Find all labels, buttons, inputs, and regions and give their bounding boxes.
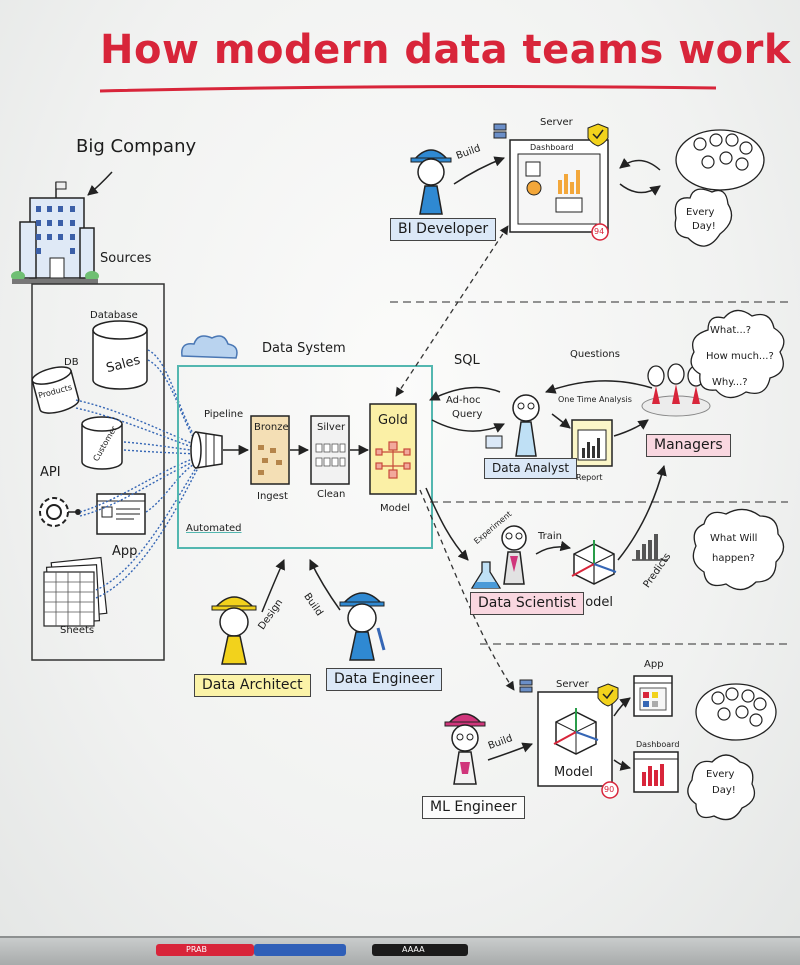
ml-dashboard-label: Dashboard [636,740,680,749]
data-system-label: Data System [262,341,346,356]
model-label: Model [380,503,411,514]
database-label: Database [90,310,138,321]
cloud-icon [181,335,238,359]
company-label: Big Company [76,136,197,157]
bubble-how-much: How much...? [706,351,774,362]
black-marker-label: AAAA [402,945,425,954]
data-system-frame [177,365,433,549]
ml-server-window [519,679,619,799]
api-label: API [40,465,61,480]
ml-engineer-figure [444,713,486,785]
query-label: Query [452,409,483,420]
bi-dashboard-window [493,123,609,241]
model-cube-icon [571,540,617,585]
bi-day-label: Day! [692,221,716,232]
ingest-label: Ingest [257,491,288,502]
pipeline-icon [190,431,223,469]
app-window-icon [96,493,146,535]
customer-database-icon [81,416,123,470]
ml-every-label: Every [706,769,735,780]
app-label: App [112,544,138,559]
gold-label: Gold [378,413,408,428]
data-scientist-figure [501,525,527,585]
api-gear-icon [39,497,81,527]
red-marker-label: PRAB [186,945,208,954]
table-icon [485,435,503,449]
blue-marker[interactable] [254,944,346,956]
pipeline-label: Pipeline [204,409,244,420]
data-scientist-tag: Data Scientist [470,592,584,616]
questions-bubble [690,309,785,399]
bi-every-label: Every [686,207,715,218]
red-marker[interactable]: PRAB [156,944,254,956]
data-architect-figure [211,596,257,665]
ml-model-label: Model [554,765,594,780]
bubble-what: What...? [710,325,752,336]
managers-tag: Managers [646,434,731,458]
predict-chart-icon [632,534,668,561]
what-will-happen-bubble [692,508,785,591]
products-database-icon [31,366,80,414]
page-title: How modern data teams work [100,27,791,73]
sales-database-icon [92,320,148,390]
ml-engineer-tag: ML Engineer [422,796,525,820]
bi-developer-figure [410,149,452,215]
data-engineer-tag: Data Engineer [326,668,443,692]
data-architect-tag: Data Architect [194,674,311,698]
ml-dashboard-window [633,751,679,793]
data-engineer-figure [339,592,386,661]
black-marker[interactable]: AAAA [372,944,468,956]
what-will-label: What Will [710,533,758,544]
ml-stamp: 90 [604,785,615,794]
building-icon [11,181,99,284]
data-analyst-figure [512,394,540,457]
report-icon [571,419,613,467]
db-label: DB [64,357,79,368]
train-label: Train [538,531,562,542]
sources-label: Sources [100,251,152,266]
ml-day-label: Day! [712,785,736,796]
one-time-analysis-label: One Time Analysis [558,395,632,404]
flask-icon [470,561,502,589]
questions-label: Questions [570,349,620,360]
clean-label: Clean [317,489,346,500]
bubble-why: Why...? [712,377,748,388]
every-day-bubble-bottom [687,754,756,821]
ml-app-label: App [644,659,664,670]
every-day-bubble-top [674,188,733,247]
report-label: Report [576,473,603,482]
bi-server-label: Server [540,117,573,128]
marker-tray: PRAB AAAA [0,936,800,965]
silver-label: Silver [317,422,346,433]
ml-server-label: Server [556,679,589,690]
bi-dashboard-label: Dashboard [530,143,574,152]
happen-label: happen? [712,553,755,564]
bi-stamp: 94 [594,227,605,236]
adhoc-label: Ad-hoc [446,395,481,406]
data-analyst-tag: Data Analyst [484,458,578,480]
bronze-label: Bronze [254,422,289,433]
title-underline [99,85,717,93]
automated-label: Automated [186,523,242,534]
ml-app-window [633,675,673,717]
bi-developer-tag: BI Developer [390,218,497,242]
sheets-label: Sheets [60,625,95,636]
data-streams [75,349,199,599]
spreadsheet-icon [43,556,108,627]
sql-label: SQL [454,353,480,368]
